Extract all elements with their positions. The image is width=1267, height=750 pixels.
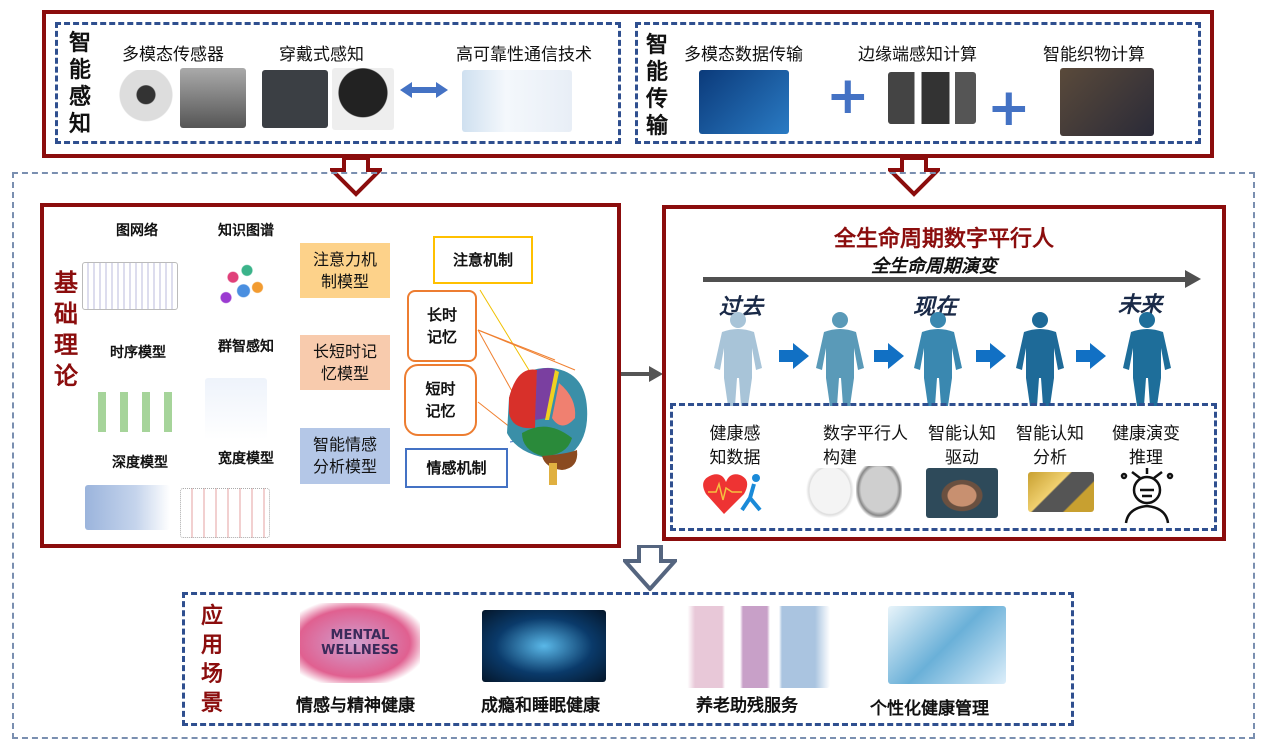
down-arrow-icon xyxy=(885,156,943,202)
plus-icon: + xyxy=(987,78,1031,138)
human-figure-icon xyxy=(908,308,968,408)
perception-group xyxy=(55,22,621,144)
twin-title: 全生命周期数字平行人 xyxy=(833,227,1054,252)
double-arrow-icon xyxy=(400,82,448,98)
transmission-item-label: 边缘端感知计算 xyxy=(858,45,977,65)
perception-item-label: 穿戴式感知 xyxy=(279,45,364,65)
human-figure-icon xyxy=(708,308,768,408)
heart-runner-icon xyxy=(702,470,766,520)
model-label: 深度模型 xyxy=(112,455,168,471)
long-term-memory-label: 长时记忆 xyxy=(407,290,477,362)
theory-title: 基础理论 xyxy=(54,269,78,390)
short-term-memory-label: 短时记忆 xyxy=(404,364,477,436)
face-recognition-image xyxy=(926,468,998,518)
perception-item-label: 高可靠性通信技术 xyxy=(456,45,592,65)
twin-item-label: 智能认知分析 xyxy=(1016,424,1084,468)
application-label: 成瘾和睡眠健康 xyxy=(481,696,600,716)
down-arrow-icon xyxy=(327,156,385,202)
thinking-person-icon xyxy=(1118,468,1176,528)
mental-wellness-image: MENTAL WELLNESS xyxy=(300,603,420,683)
wearable-shirt-image xyxy=(262,70,328,128)
graph-network-image xyxy=(82,262,178,310)
model-label: 时序模型 xyxy=(110,345,166,361)
emotion-mechanism-label: 情感机制 xyxy=(405,448,508,488)
emotion-model-box: 智能情感分析模型 xyxy=(300,428,390,484)
model-label: 宽度模型 xyxy=(218,451,274,467)
mental-wellness-text: MENTAL WELLNESS xyxy=(321,628,399,658)
twin-subtitle: 全生命周期演变 xyxy=(871,256,997,277)
communication-diagram-image xyxy=(462,70,572,132)
transmission-item-label: 智能织物计算 xyxy=(1043,45,1145,65)
brain-circuit-image xyxy=(482,610,606,682)
model-label: 群智感知 xyxy=(218,339,274,355)
twin-item-label: 健康演变推理 xyxy=(1112,424,1180,468)
down-arrow-icon xyxy=(620,544,680,595)
human-figure-icon xyxy=(1010,308,1070,408)
deep-model-image xyxy=(85,485,170,530)
crowd-sensing-image xyxy=(205,378,267,440)
twin-item-label: 数字平行人构建 xyxy=(823,424,908,468)
model-label: 图网络 xyxy=(116,223,158,239)
arrow-right-icon xyxy=(874,343,904,369)
plus-icon: + xyxy=(826,66,870,126)
twin-capabilities-group xyxy=(670,403,1217,531)
face-3d-image xyxy=(856,466,902,518)
twin-item-label: 健康感知数据 xyxy=(709,424,761,468)
human-figure-icon xyxy=(1117,308,1177,408)
timeline-arrow xyxy=(703,270,1203,292)
right-arrow-icon xyxy=(621,366,663,386)
arrow-right-icon xyxy=(976,343,1006,369)
face-mesh-image xyxy=(806,468,854,518)
sequence-model-image xyxy=(90,392,180,432)
smart-fabric-image xyxy=(1060,68,1154,136)
perception-item-label: 多模态传感器 xyxy=(122,45,224,65)
lstm-model-box: 长短时记忆模型 xyxy=(300,335,390,390)
applications-title: 应用场景 xyxy=(200,604,223,716)
model-label: 知识图谱 xyxy=(218,223,274,239)
application-label: 个性化健康管理 xyxy=(870,699,989,719)
width-model-image xyxy=(180,488,270,538)
arrow-right-icon xyxy=(1076,343,1106,369)
brain-image xyxy=(497,358,592,488)
application-label: 情感与精神健康 xyxy=(296,696,415,716)
transmission-item-label: 多模态数据传输 xyxy=(684,45,803,65)
elderly-care-image xyxy=(680,606,830,688)
camera-image xyxy=(116,70,176,125)
arrow-right-icon xyxy=(779,343,809,369)
microphone-image xyxy=(180,68,246,128)
applications-group xyxy=(182,592,1074,726)
main-container xyxy=(12,172,1255,739)
transmission-title: 智能传输 xyxy=(645,33,668,139)
health-management-image xyxy=(888,606,1006,684)
data-transmission-image xyxy=(699,70,789,134)
chip-image xyxy=(1028,472,1094,512)
edge-device-image xyxy=(888,72,976,124)
stage-future: 未来 xyxy=(1118,293,1163,318)
eeg-cap-image xyxy=(332,68,394,130)
perception-title: 智能感知 xyxy=(68,31,91,137)
attention-model-box: 注意力机制模型 xyxy=(300,243,390,298)
human-figure-icon xyxy=(810,308,870,408)
attention-mechanism-label: 注意机制 xyxy=(433,236,533,284)
twin-item-label: 智能认知驱动 xyxy=(928,424,996,468)
application-label: 养老助残服务 xyxy=(696,696,798,716)
knowledge-graph-image xyxy=(205,250,275,318)
transmission-group xyxy=(635,22,1201,144)
